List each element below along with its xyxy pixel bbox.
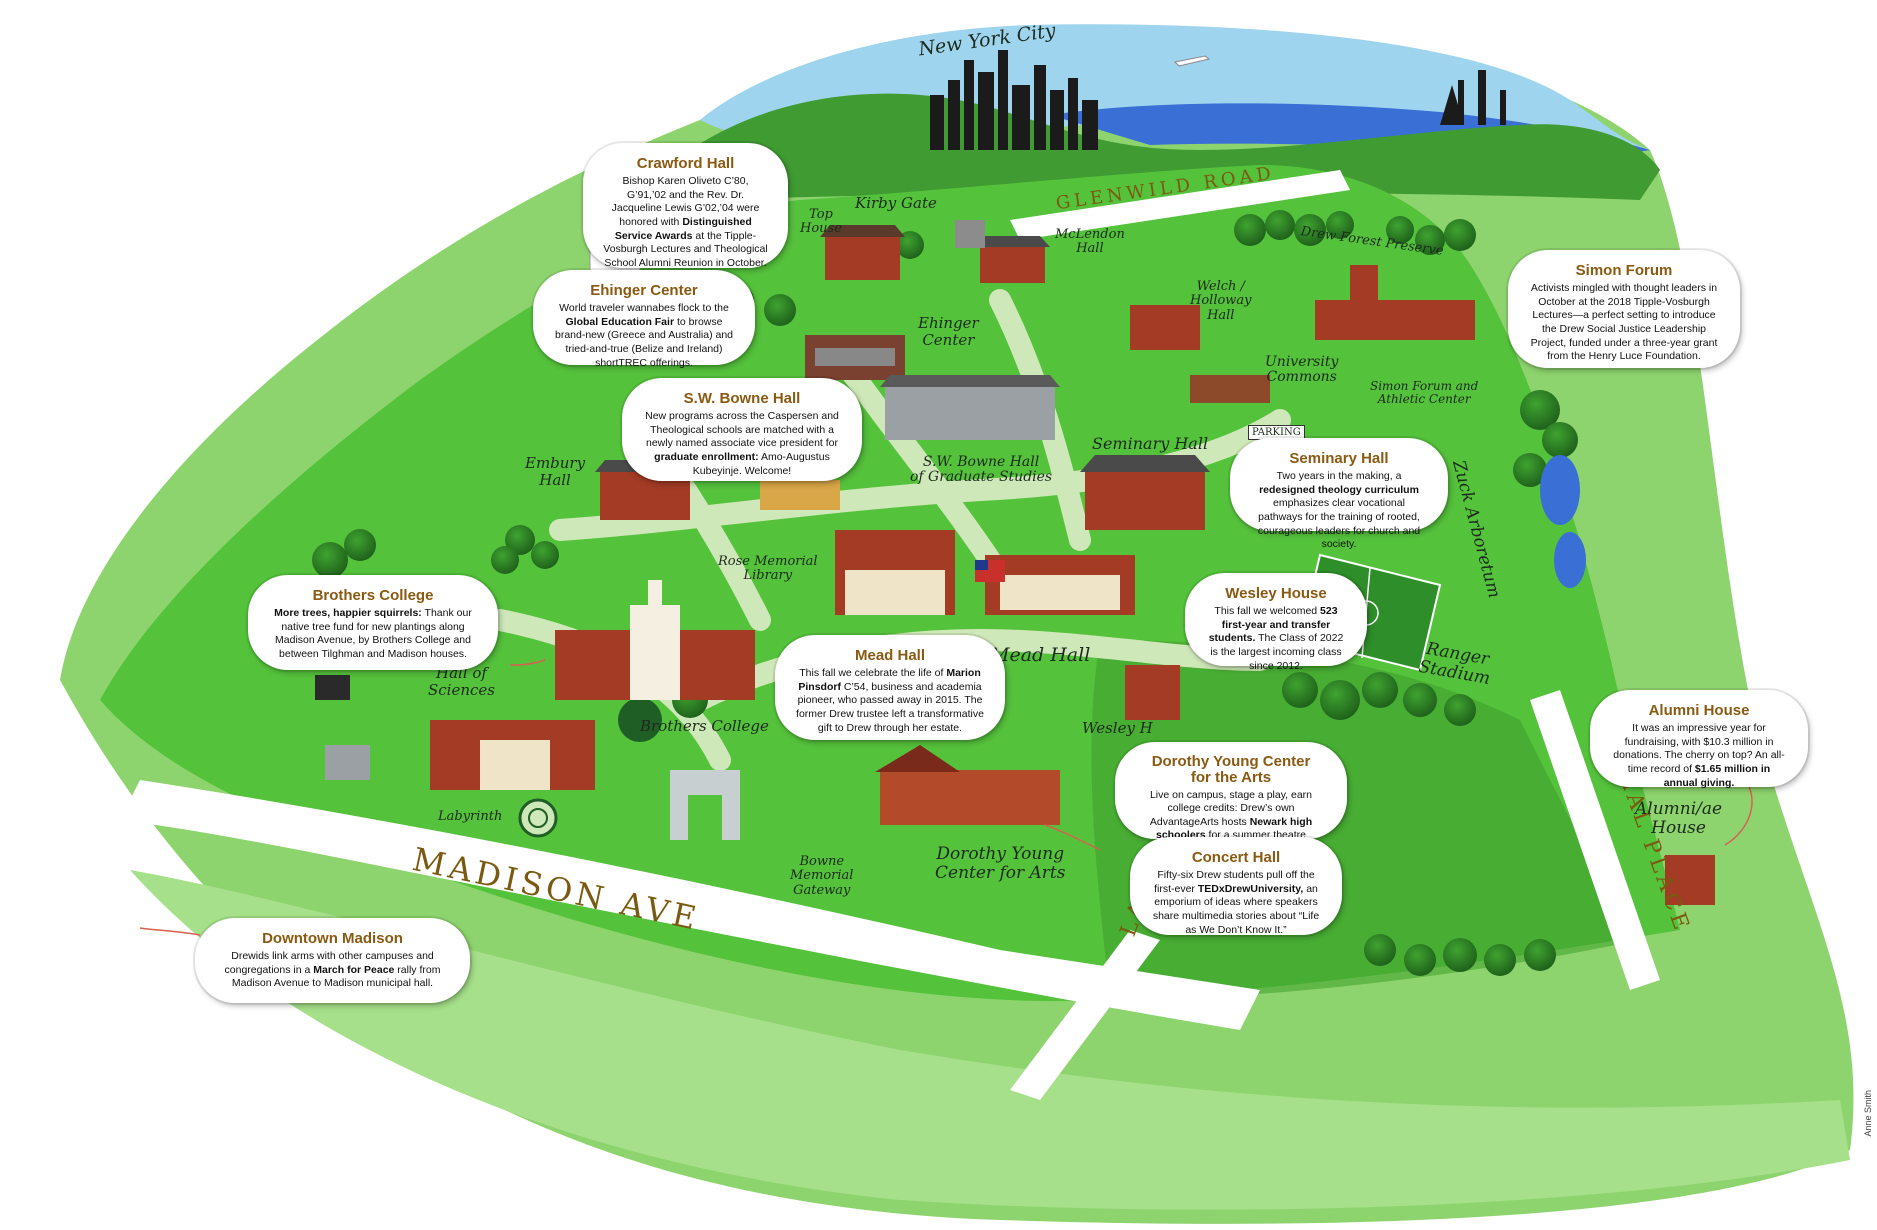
callout-alumni-house: Alumni House It was an impressive year f… (1590, 690, 1808, 789)
arboretum-ponds (1540, 455, 1586, 588)
simon-forum-label: Simon Forum and Athletic Center (1370, 379, 1479, 407)
callout-body: Two years in the making, a redesigned th… (1257, 470, 1421, 551)
callout-body: World traveler wannabes flock to the Glo… (554, 302, 734, 369)
seminary-hall-building (1080, 455, 1210, 530)
callout-seminary-hall: Seminary Hall Two years in the making, a… (1230, 438, 1448, 550)
callout-body: New programs across the Caspersen and Th… (645, 410, 839, 477)
callout-downtown-madison: Downtown Madison Drewids link arms with … (195, 918, 470, 1003)
hall-of-sciences-building (430, 720, 595, 790)
callout-title: Ehinger Center (590, 282, 698, 299)
callout-body: Fifty-six Drew students pull off the fir… (1152, 869, 1320, 936)
alumni-house-building (1665, 855, 1715, 905)
alumni-house-label: Alumni/ae House (1635, 799, 1723, 838)
library-annex-building (985, 555, 1135, 615)
callout-crawford-hall: Crawford Hall Bishop Karen Oliveto C’80,… (583, 143, 788, 269)
ehinger-center-label: Ehinger Center (918, 314, 979, 349)
callout-title: Mead Hall (854, 647, 926, 664)
artist-credit: Anne Smith (1863, 1090, 1873, 1137)
callout-body: It was an impressive year for fundraisin… (1613, 722, 1785, 789)
american-flag (975, 560, 1005, 582)
kirby-gate-label: Kirby Gate (855, 194, 937, 212)
callout-body: Drewids link arms with other campuses an… (224, 950, 441, 990)
bowne-gateway (670, 770, 740, 840)
callout-title: Wesley House (1225, 585, 1327, 602)
airplane-icon (1173, 55, 1211, 67)
university-commons-label: University Commons (1265, 354, 1339, 386)
bowne-gateway-label: Bowne Memorial Gateway (790, 854, 854, 898)
callout-title: Downtown Madison (262, 930, 403, 947)
labyrinth-label: Labyrinth (438, 809, 503, 824)
embury-hall-label: Embury Hall (525, 454, 586, 489)
callout-title: Simon Forum (1575, 262, 1673, 279)
ehinger-center-building (805, 335, 905, 380)
labyrinth (518, 798, 558, 838)
callout-dorothy-young: Dorothy Young Center for the Arts Live o… (1115, 742, 1347, 855)
callout-mead-hall: Mead Hall This fall we celebrate the lif… (775, 635, 1005, 740)
dorothy-young-building (875, 745, 1060, 825)
callout-body: This fall we welcomed 523 first-year and… (1208, 605, 1344, 672)
callout-body: More trees, happier squirrels: Thank our… (274, 607, 472, 660)
simon-forum-building (1315, 265, 1475, 340)
buildings (315, 220, 1715, 905)
crawford-hall-building (820, 225, 905, 280)
callout-title: Dorothy Young Center for the Arts (1151, 753, 1311, 786)
dorothy-young-label: Dorothy Young Center for Arts (935, 844, 1066, 883)
wesley-house-label: Wesley H (1082, 719, 1153, 737)
welch-holloway-building (1130, 305, 1200, 350)
callout-title: S.W. Bowne Hall (683, 390, 801, 407)
callout-body: Bishop Karen Oliveto C’80, G’91,’02 and … (603, 175, 768, 269)
roads (120, 170, 1660, 1100)
sw-bowne-label: S.W. Bowne Hall of Graduate Studies (910, 454, 1053, 486)
callout-body: Activists mingled with thought leaders i… (1530, 282, 1718, 363)
mead-hall-building (835, 530, 955, 615)
callout-ehinger-center: Ehinger Center World traveler wannabes f… (533, 270, 755, 369)
lower-grass (130, 870, 1850, 1210)
kirby-gate-building (955, 220, 985, 248)
rose-library-label: Rose Memorial Library (718, 554, 818, 584)
brothers-college-building (555, 580, 755, 700)
callout-title: Concert Hall (1191, 849, 1281, 866)
callout-title: Alumni House (1648, 702, 1750, 719)
callout-simon-forum: Simon Forum Activists mingled with thoug… (1508, 250, 1740, 368)
wesley-house-building (1125, 665, 1180, 720)
mead-hall-label: Mead Hall (990, 644, 1091, 666)
callout-body: This fall we celebrate the life of Mario… (796, 667, 984, 734)
mclendon-hall-building (975, 236, 1050, 283)
nyc-skyline (930, 50, 1098, 150)
seminary-hall-label: Seminary Hall (1092, 434, 1209, 453)
top-house-label: Top House (800, 207, 842, 237)
cottage-building (315, 675, 370, 780)
callout-brothers-college: Brothers College More trees, happier squ… (248, 575, 498, 670)
rose-library-building (760, 480, 840, 510)
sw-bowne-hall-building (880, 375, 1060, 440)
university-commons-building (1190, 375, 1270, 403)
callout-wesley-house: Wesley House This fall we welcomed 523 f… (1185, 573, 1367, 672)
callout-title: Seminary Hall (1289, 450, 1389, 467)
callout-sw-bowne-hall: S.W. Bowne Hall New programs across the … (622, 378, 862, 481)
callout-title: Brothers College (312, 587, 434, 604)
welch-holloway-label: Welch / Holloway Hall (1190, 279, 1252, 323)
mclendon-hall-label: McLendon Hall (1055, 227, 1125, 257)
callout-title: Crawford Hall (636, 155, 735, 172)
callout-concert-hall: Concert Hall Fifty-six Drew students pul… (1130, 837, 1342, 936)
brothers-college-label: Brothers College (640, 717, 769, 735)
paris-skyline (1440, 70, 1506, 125)
